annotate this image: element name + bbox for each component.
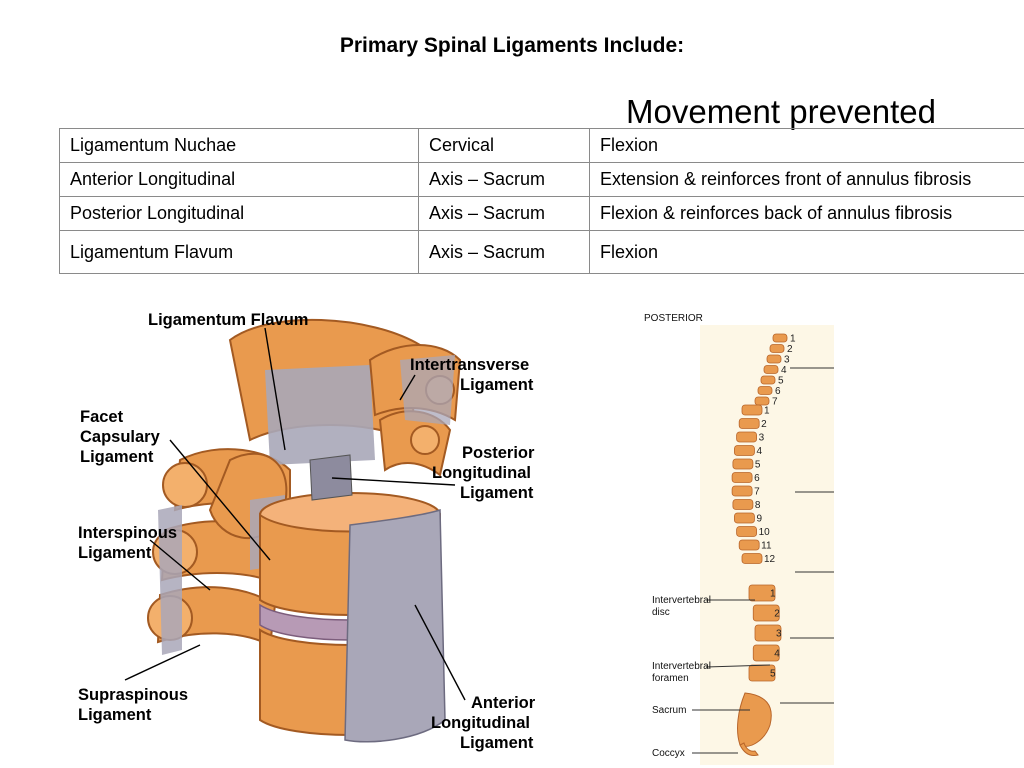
label-interspinous-2: Ligament [78, 544, 152, 562]
ligament-name-cell: Ligamentum Flavum [59, 230, 419, 274]
lumbar-vertebra-number: 2 [774, 609, 780, 620]
thoracic-vertebra-number: 9 [756, 514, 762, 525]
movement-cell: Flexion [589, 230, 1024, 274]
vertebra-body [769, 344, 785, 353]
cervical-vertebra-number: 6 [775, 386, 781, 397]
thoracic-vertebra-number: 8 [755, 500, 761, 511]
region-cell: Axis – Sacrum [418, 230, 590, 274]
lumbar-vertebra-number: 5 [770, 669, 776, 680]
thoracic-vertebra-number: 2 [761, 419, 767, 430]
cervical-vertebra-number: 7 [772, 397, 778, 408]
movement-cell: Flexion [589, 128, 1024, 163]
label-coccyx: Coccyx [652, 748, 685, 759]
label-sacrum: Sacrum [652, 705, 686, 716]
vertebra-body [741, 404, 763, 416]
label-supraspinous-1: Supraspinous [78, 686, 188, 704]
movement-prevented-heading: Movement prevented [626, 93, 937, 130]
slide-title: Primary Spinal Ligaments Include: [339, 34, 685, 57]
vertebra-body [752, 604, 780, 622]
label-intertransverse-2: Ligament [460, 376, 534, 394]
table-row: Ligamentum Flavum Axis – Sacrum Flexion [59, 230, 1024, 274]
thoracic-vertebra-number: 4 [756, 446, 762, 457]
thoracic-vertebra-number: 7 [754, 487, 760, 498]
vertebra-drawing [147, 318, 462, 743]
vertebra-body [738, 539, 760, 551]
vertebra-body [741, 553, 763, 564]
label-posterior-1: Posterior [462, 444, 535, 462]
vertebra-body [754, 624, 782, 642]
label-interspinous-1: Interspinous [78, 524, 177, 542]
label-intertransverse-1: Intertransverse [410, 356, 529, 374]
vertebra-body [754, 396, 770, 406]
label-foramen-1: Intervertebral [652, 661, 711, 672]
label-supraspinous-2: Ligament [78, 706, 152, 724]
vertebra-body [734, 445, 755, 456]
thoracic-vertebra-number: 6 [754, 473, 760, 484]
label-facet-1: Facet [80, 408, 124, 426]
label-anterior-2: Longitudinal [431, 714, 530, 732]
sacrum-shape [737, 692, 772, 747]
region-cell: Cervical [418, 128, 590, 163]
thoracic-vertebra-number: 11 [761, 541, 772, 552]
cervical-vertebra-number: 3 [784, 355, 790, 366]
label-anterior-3: Ligament [460, 734, 534, 752]
vertebra-body [732, 499, 754, 510]
cervical-vertebra-number: 4 [781, 365, 787, 376]
ligament-name-cell: Ligamentum Nuchae [59, 128, 419, 163]
region-cell: Axis – Sacrum [418, 162, 590, 197]
vertebra-ligament-illustration: Ligamentum Flavum Intertransverse Ligame… [78, 311, 536, 752]
lumbar-vertebra-number: 1 [770, 589, 776, 600]
leader-lines [124, 327, 466, 701]
label-posterior-2: Longitudinal [432, 464, 531, 482]
movement-cell: Flexion & reinforces back of annulus fib… [589, 196, 1024, 231]
label-disc-1: Intervertebral [652, 595, 711, 606]
label-foramen-2: foramen [652, 673, 689, 684]
vertebra-body [748, 584, 776, 602]
region-cell: Axis – Sacrum [418, 196, 590, 231]
ligaments-table: Ligamentum Nuchae Cervical Flexion Anter… [59, 128, 1024, 274]
label-facet-3: Ligament [80, 448, 154, 466]
vertebra-body [732, 458, 754, 470]
label-facet-2: Capsulary [80, 428, 161, 446]
label-anterior-1: Anterior [471, 694, 536, 712]
table-row: Anterior Longitudinal Axis – Sacrum Exte… [59, 162, 1024, 197]
thoracic-vertebra-number: 1 [764, 406, 770, 417]
lumbar-vertebra-number: 4 [774, 649, 780, 660]
cervical-vertebra-number: 5 [778, 376, 784, 387]
ligament-name-cell: Anterior Longitudinal [59, 162, 419, 197]
label-disc-2: disc [652, 607, 670, 618]
label-posterior-3: Ligament [460, 484, 534, 502]
posterior-label: POSTERIOR [644, 313, 703, 324]
vertebra-body [766, 354, 782, 364]
thoracic-vertebra-number: 5 [755, 460, 761, 471]
vertebra-body [738, 418, 760, 429]
label-ligamentum-flavum: Ligamentum Flavum [148, 311, 308, 329]
vertebra-body [736, 431, 757, 443]
vertebra-body [763, 365, 779, 374]
coccyx-shape [739, 742, 759, 756]
vertebra-body [736, 526, 757, 537]
cervical-vertebra-number: 1 [790, 334, 796, 345]
vertebra-body [752, 644, 780, 662]
table-row: Ligamentum Nuchae Cervical Flexion [59, 128, 1024, 163]
vertebra-body [760, 375, 776, 385]
vertebra-body [734, 512, 755, 524]
thoracic-vertebra-number: 3 [759, 433, 765, 444]
region-lines [692, 367, 834, 754]
vertebra-body [731, 485, 753, 497]
cervical-vertebra-number: 2 [787, 344, 793, 355]
movement-cell: Extension & reinforces front of annulus … [589, 162, 1024, 197]
table-row: Posterior Longitudinal Axis – Sacrum Fle… [59, 196, 1024, 231]
vertebra-body [731, 472, 753, 483]
vertebra-body [757, 386, 773, 395]
vertebra-body [772, 333, 788, 343]
thoracic-vertebra-number: 12 [764, 554, 776, 565]
ligament-name-cell: Posterior Longitudinal [59, 196, 419, 231]
lumbar-vertebra-number: 3 [776, 629, 782, 640]
thoracic-vertebra-number: 10 [759, 527, 771, 538]
